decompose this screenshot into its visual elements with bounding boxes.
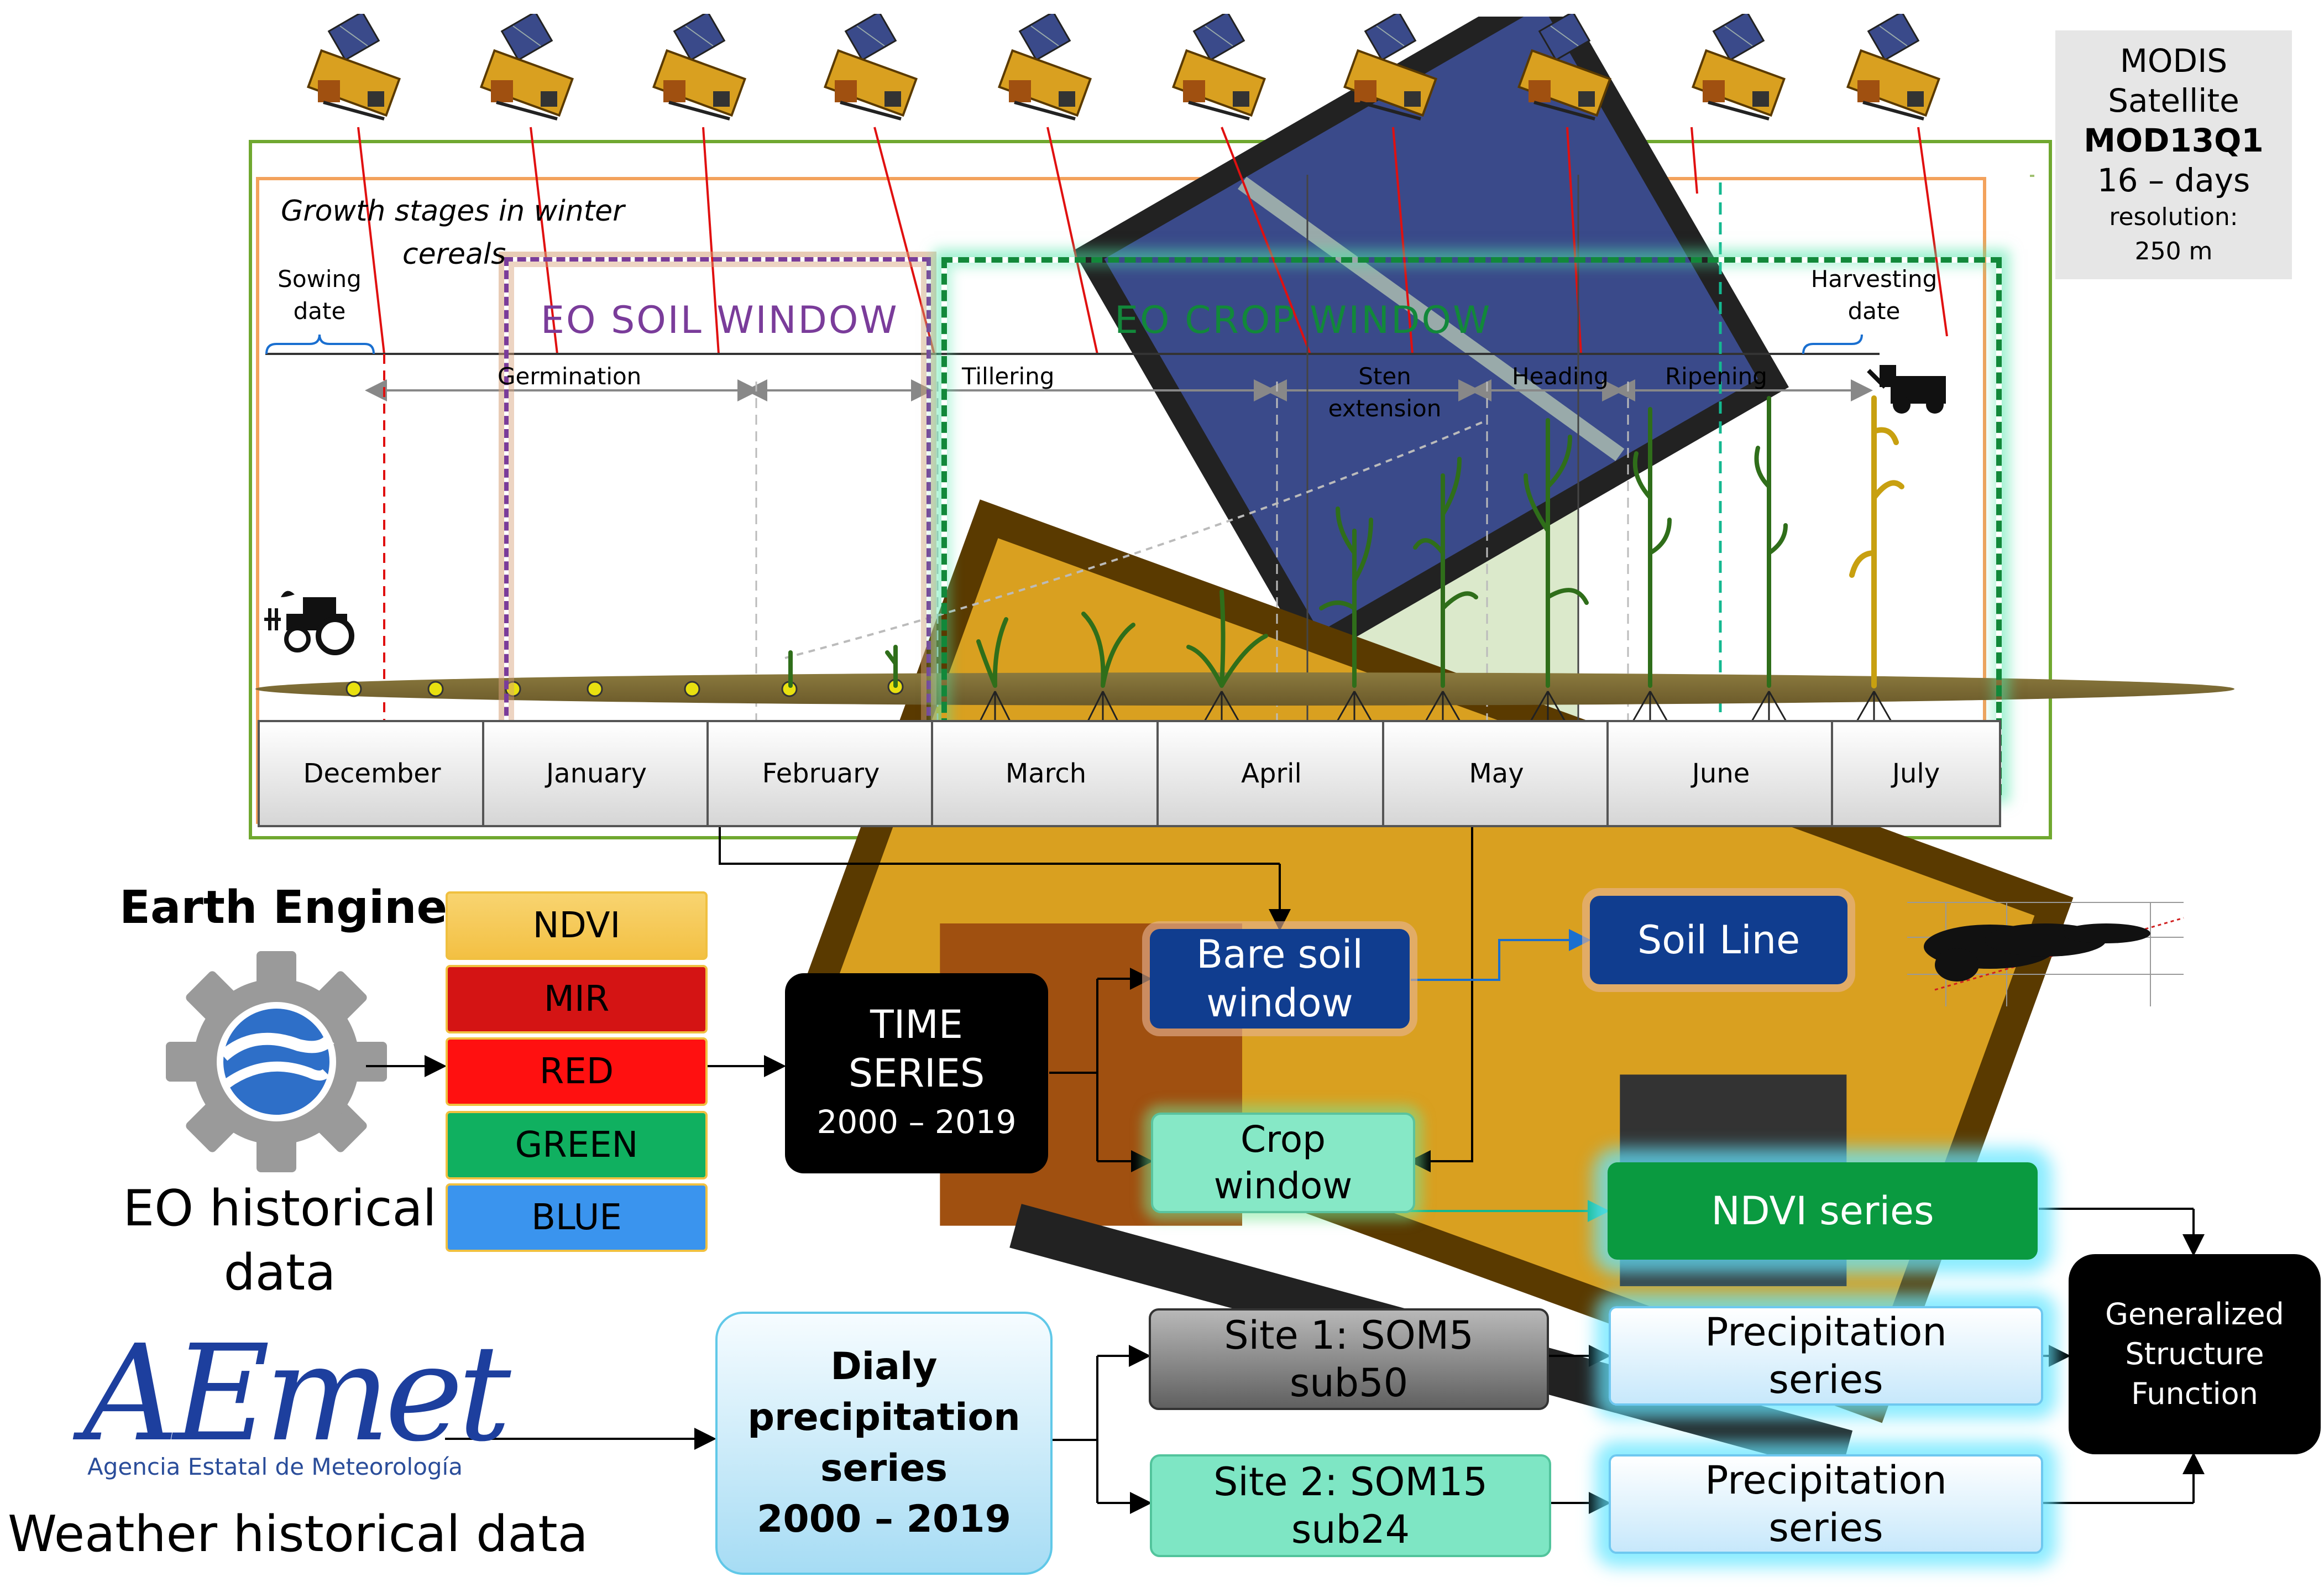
earth-engine-gear-icon: [166, 951, 387, 1172]
band-red: RED: [446, 1037, 708, 1106]
band-green: GREEN: [446, 1111, 708, 1179]
eo-historical-data-caption: EO historical data: [123, 1179, 437, 1302]
growth-stages-title: Growth stages in winter cereals: [281, 195, 625, 271]
stage-dividers: [755, 382, 1629, 730]
earth-engine-title: Earth Engine: [119, 881, 448, 934]
month-january: January: [482, 720, 711, 827]
modis-info-box: MODIS Satellite MOD13Q1 16 – days resolu…: [2055, 30, 2292, 279]
month-april: April: [1156, 720, 1386, 827]
stage-germination: Germination: [498, 363, 642, 390]
ndvi-series-box: NDVI series: [1608, 1162, 2038, 1260]
stage-heading: Heading: [1512, 363, 1609, 390]
soil-line-scatter-thumbnail: [1907, 902, 2184, 1006]
harvester-icon: [1867, 365, 1946, 414]
month-december: December: [258, 720, 486, 827]
month-february: February: [706, 720, 935, 827]
band-ndvi: NDVI: [446, 891, 708, 960]
soil-ground: [255, 672, 2234, 706]
month-march: March: [931, 720, 1161, 827]
band-mir: MIR: [446, 965, 708, 1033]
soil-line-box: Soil Line: [1590, 896, 1847, 984]
month-june: June: [1606, 720, 1835, 827]
month-may: May: [1382, 720, 1611, 827]
weather-historical-data-caption: Weather historical data: [8, 1505, 588, 1563]
aemet-logo: AEmet: [83, 1316, 511, 1471]
band-blue: BLUE: [446, 1183, 708, 1252]
daily-precipitation-box: Dialy precipitation series 2000 – 2019: [715, 1312, 1053, 1575]
eo-soil-window-title: EO SOIL WINDOW: [541, 299, 899, 342]
seeds: [346, 678, 904, 697]
aemet-subtitle: Agencia Estatal de Meteorología: [87, 1453, 463, 1480]
tractor-icon: [264, 591, 354, 655]
month-july: July: [1831, 720, 2001, 827]
time-series-box: TIME SERIES 2000 – 2019: [785, 973, 1048, 1173]
satellite-row: [308, 12, 1939, 119]
stage-tillering: Tillering: [962, 363, 1055, 390]
crop-plants: [788, 396, 1788, 688]
stage-ripening: Ripening: [1665, 363, 1767, 390]
eo-crop-window-title: EO CROP WINDOW: [1114, 299, 1492, 342]
